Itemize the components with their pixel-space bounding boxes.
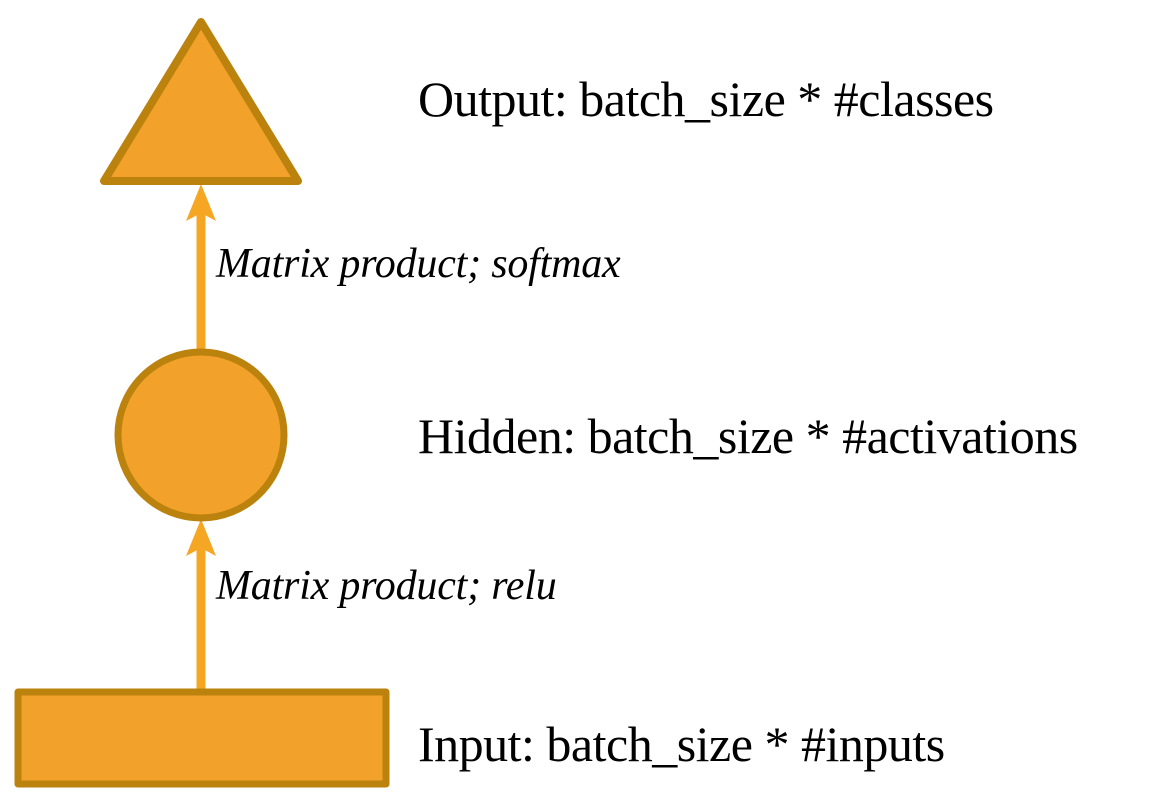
arrow-head (186, 519, 216, 556)
node-input-rectangle[interactable] (14, 688, 390, 788)
edge-input-to-hidden-arrow (186, 519, 216, 692)
node-hidden-circle[interactable] (114, 348, 288, 522)
node-output-triangle[interactable] (100, 18, 302, 185)
node-output-label: Output: batch_size * #classes (418, 71, 994, 127)
node-input-label: Input: batch_size * #inputs (418, 716, 945, 772)
node-hidden-label: Hidden: batch_size * #activations (418, 408, 1078, 464)
arrow-head (186, 184, 216, 221)
edge-input-to-hidden-label: Matrix product; relu (216, 563, 557, 609)
edge-hidden-to-output-label: Matrix product; softmax (216, 241, 621, 287)
edge-hidden-to-output-arrow (186, 184, 216, 355)
